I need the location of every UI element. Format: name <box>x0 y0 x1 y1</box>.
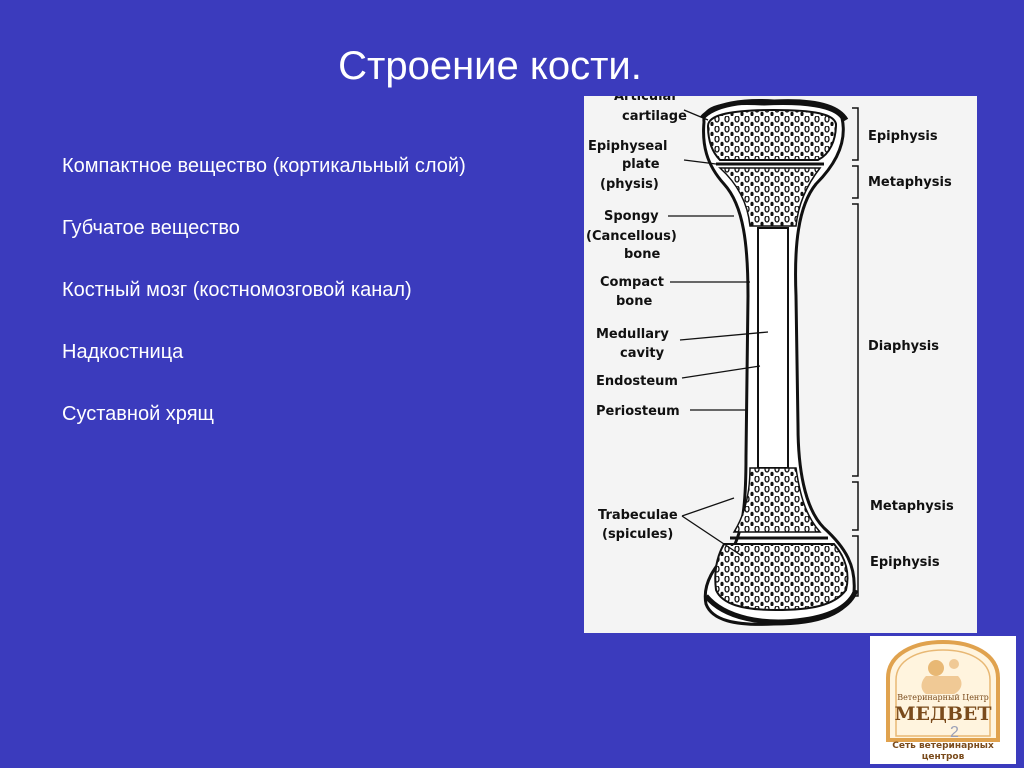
logo-inner-frame <box>895 649 991 737</box>
slide-title: Строение кости. <box>338 44 642 88</box>
medvet-logo: Ветеринарный Центр МЕДВЕТ Сеть ветеринар… <box>870 636 1016 764</box>
bone-diagram-svg: Articular cartilage Epiphyseal plate (ph… <box>586 96 954 626</box>
label-articular-2: cartilage <box>622 109 687 124</box>
right-brackets <box>852 107 859 597</box>
metaphysis-top-spongy <box>718 167 822 227</box>
right-labels: Epiphysis Metaphysis Diaphysis Metaphysi… <box>868 129 954 570</box>
label-endosteum: Endosteum <box>596 374 678 389</box>
bullet-marrow: Костный мозг (костномозговой канал) <box>62 279 412 301</box>
logo-dog-head-icon <box>928 660 944 676</box>
left-leader-lines <box>668 109 769 557</box>
logo-line1: Ветеринарный Центр <box>897 693 989 702</box>
label-epiphysis-bottom: Epiphysis <box>870 555 940 570</box>
label-epiphyseal-1: Epiphyseal <box>588 139 667 154</box>
bullet-cartilage: Суставной хрящ <box>62 403 214 425</box>
label-medullary-2: cavity <box>620 346 665 361</box>
label-medullary-1: Medullary <box>596 327 669 342</box>
bullet-spongy: Губчатое вещество <box>62 217 240 239</box>
epiphysis-top-spongy <box>706 108 838 161</box>
label-compact-2: bone <box>616 294 652 309</box>
label-epiphysis-top: Epiphysis <box>868 129 938 144</box>
label-spongy-3: bone <box>624 247 660 262</box>
medullary-cavity <box>757 227 789 469</box>
bullet-list: Компактное вещество (кортикальный слой) … <box>62 154 562 464</box>
page-number: 2 <box>950 724 959 741</box>
metaphysis-bottom-spongy <box>732 467 822 533</box>
articular-cartilage-top <box>700 99 849 122</box>
label-trabeculae-1: Trabeculae <box>598 508 678 523</box>
label-trabeculae-2: (spicules) <box>602 527 673 542</box>
bone-diagram: Articular cartilage Epiphyseal plate (ph… <box>584 96 977 633</box>
label-metaphysis-top: Metaphysis <box>868 175 952 190</box>
label-spongy-1: Spongy <box>604 209 659 224</box>
label-metaphysis-bottom: Metaphysis <box>870 499 954 514</box>
logo-cat-head-icon <box>949 659 959 669</box>
label-epiphyseal-3: (physis) <box>600 177 659 192</box>
label-spongy-2: (Cancellous) <box>586 229 677 244</box>
logo-animal-body-icon <box>921 676 962 694</box>
label-articular-1: Articular <box>614 96 678 104</box>
label-diaphysis: Diaphysis <box>868 339 939 354</box>
label-compact-1: Compact <box>600 275 664 290</box>
bullet-periosteum: Надкостница <box>62 341 184 363</box>
label-periosteum: Periosteum <box>596 404 680 419</box>
logo-tagline-1: Сеть ветеринарных <box>892 741 994 751</box>
label-epiphyseal-2: plate <box>622 157 660 172</box>
articular-cartilage-bottom <box>704 588 859 625</box>
bullet-compact: Компактное вещество (кортикальный слой) <box>62 155 466 177</box>
epiphysis-bottom-spongy <box>714 543 849 612</box>
logo-tagline-2: центров <box>922 752 965 762</box>
left-labels: Articular cartilage Epiphyseal plate (ph… <box>586 96 687 542</box>
logo-brand: МЕДВЕТ <box>894 703 991 725</box>
